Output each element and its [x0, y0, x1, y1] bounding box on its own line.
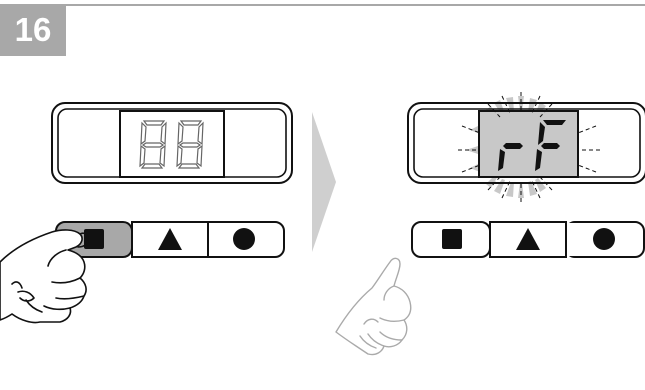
released-hand-icon	[336, 258, 411, 354]
circle-icon	[593, 228, 615, 250]
before-control-panel	[0, 103, 292, 323]
display-screen	[120, 111, 224, 177]
after-button-bar	[412, 222, 644, 257]
square-icon	[84, 229, 104, 249]
after-control-panel: rF	[336, 92, 645, 355]
before-button-bar	[56, 222, 284, 257]
square-icon	[442, 229, 462, 249]
circle-icon	[233, 228, 255, 250]
chevron-right-icon	[312, 112, 336, 252]
pressing-hand-icon	[0, 230, 88, 323]
